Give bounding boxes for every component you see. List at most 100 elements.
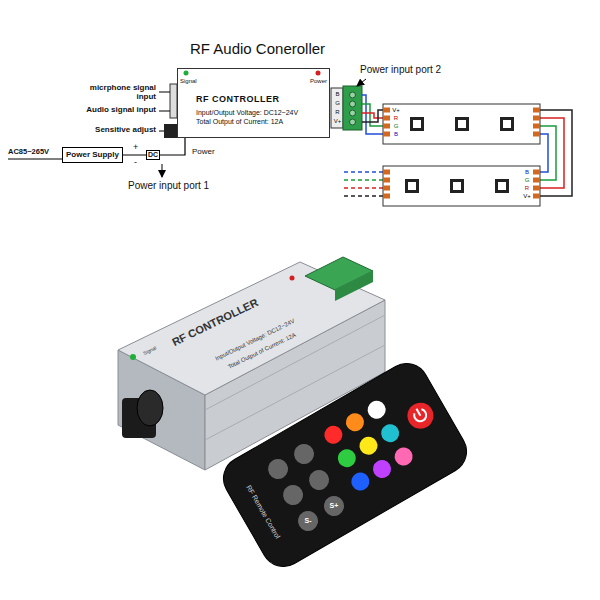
wire [362,95,383,134]
wire [362,110,383,122]
solder-pad [383,108,390,113]
color-button [391,444,416,469]
solder-pad [533,124,540,129]
solder-pad [383,170,390,175]
solder-pad [383,178,390,183]
remote-button [294,507,321,534]
signal-led [184,71,189,76]
solder-pad [533,108,540,113]
color-button [378,421,403,446]
port-label: Power [192,148,215,157]
power-icon [413,408,429,423]
terminal-screw [350,119,356,125]
leader-line [159,92,170,93]
pin-name: V+ [522,193,532,200]
color-button [356,433,381,458]
cable-gland [137,390,163,426]
remote-button [305,466,332,493]
wire [540,118,564,188]
solder-pad [533,186,540,191]
solder-pad [383,194,390,199]
led-lens [413,120,421,128]
remote-button [279,481,306,508]
input-label: micrphone signal input [80,84,156,102]
wire [344,171,383,172]
pin-name: G [391,123,401,130]
polarity-sign: + [133,143,138,153]
wire [362,104,383,126]
pointer-arrow [162,164,163,177]
remote-button [290,440,317,467]
led-chip [500,117,514,131]
solder-pad [383,116,390,121]
leader-line [159,111,170,112]
polarity-sign: - [134,158,137,168]
led-label: Power [310,78,327,85]
pin-name: R [522,185,532,192]
pin-name: B [391,131,401,138]
spec-text: Input/Output Voltage: DC12~24V [196,108,321,117]
led-label: Signal [180,78,197,85]
pointer-arrow [357,79,366,86]
sensitivity-knob [164,124,177,138]
signal-led [130,354,136,360]
port-label: Power input port 2 [360,64,441,75]
terminal-label-strip [331,88,343,128]
solder-pad [533,194,540,199]
remote-button [264,455,291,482]
led-chip [405,179,419,193]
leader-line [159,131,164,132]
color-button [370,457,395,482]
pin-name: B [522,169,532,176]
terminal-block [335,271,373,301]
led-lens [408,182,416,190]
color-button [321,422,346,447]
input-label: Audio signal input [52,106,156,115]
power-led [290,276,295,281]
color-button [343,410,368,435]
led-lens [503,120,511,128]
diagram-title: RF Audio Coneroller [190,41,325,58]
remote-control [215,356,474,575]
solder-pad [533,132,540,137]
power-led [316,71,321,76]
led-chip [455,117,469,131]
wire [344,179,383,180]
spec-text: Total Output of Current: 12A [196,117,321,126]
color-button [364,397,389,422]
led-chip [410,117,424,131]
power-button [403,398,439,434]
wire [540,110,572,196]
solder-pad [383,132,390,137]
pin-name: B [332,91,343,98]
led-lens [498,182,506,190]
wire [344,187,383,188]
remote-body [215,356,474,575]
voltage-label: AC85~265V [8,148,49,156]
jack-plate [170,84,177,118]
led-chip [495,179,509,193]
terminal-block [343,86,362,130]
input-label: Sensitive adjust [52,126,156,135]
power-supply-box: Power Supply [62,147,123,163]
terminal-screw [350,92,356,98]
pin-name: R [332,109,343,116]
solder-pad [383,186,390,191]
port-label: Power input port 1 [128,180,209,191]
color-button [348,469,373,494]
color-button [335,446,360,471]
button-label: S- [305,517,312,525]
plug-label: DC [146,150,160,160]
controller-box: RF CONTROLLER Input/Output Voltage: DC12~… [177,68,330,138]
led-strip [383,166,540,206]
led-lens [453,182,461,190]
solder-pad [533,116,540,121]
pin-name: R [391,115,401,122]
wire [540,134,548,172]
power-icon [416,409,420,416]
controller-title: RF CONTROLLER [196,94,321,105]
pin-name: G [522,177,532,184]
wire [344,195,383,196]
box-label: Power Supply [66,150,119,160]
